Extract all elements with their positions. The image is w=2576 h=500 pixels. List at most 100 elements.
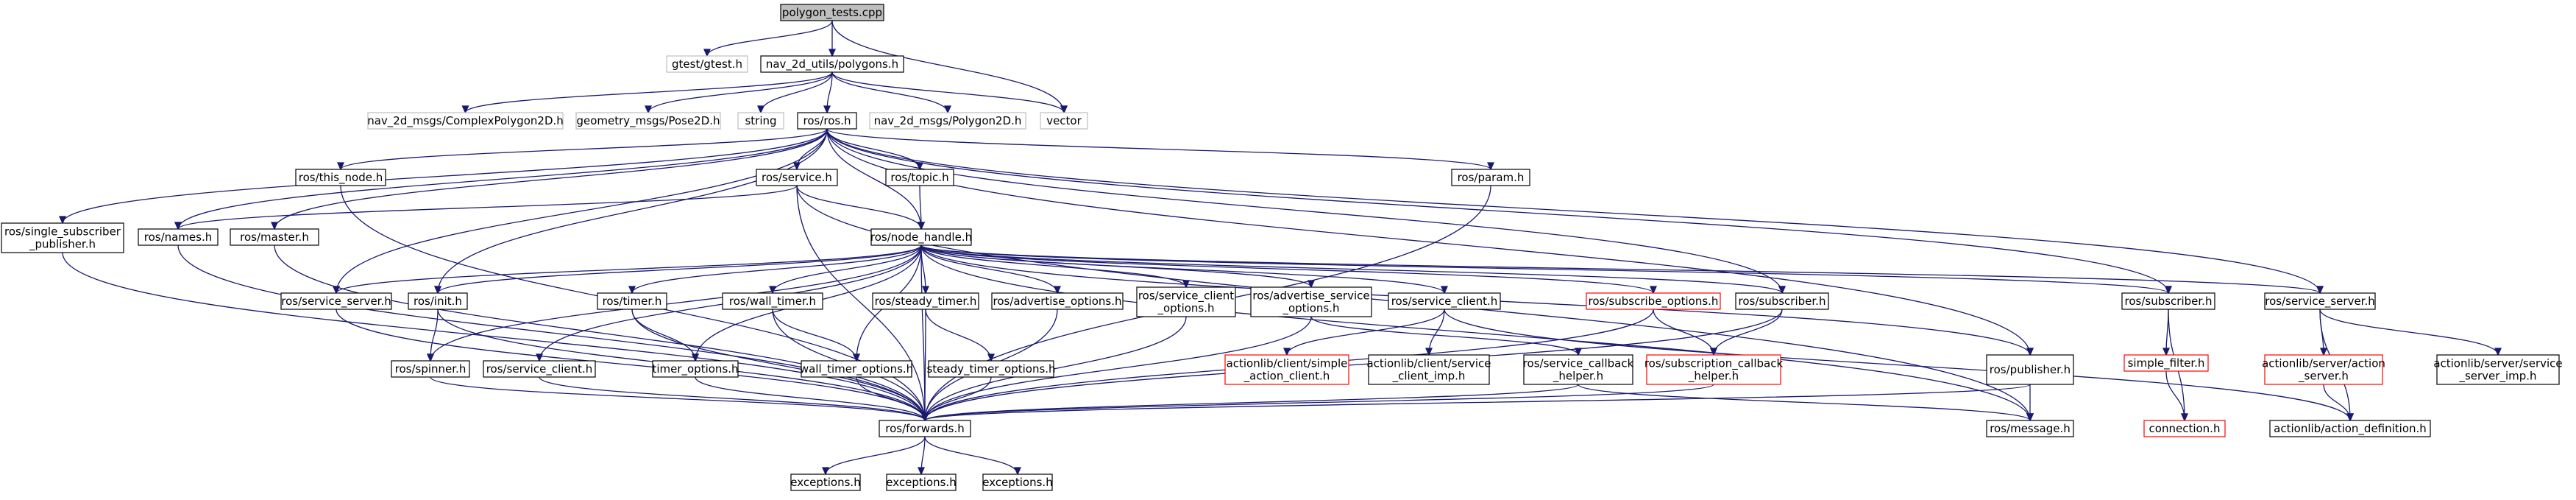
node-label-connection: connection.h	[2149, 422, 2221, 435]
node-alimp[interactable]: actionlib/client/service_client_imp.h	[1366, 354, 1491, 385]
edge-spinner-to-forwards	[430, 376, 929, 422]
node-label-polygons: nav_2d_utils/polygons.h	[766, 57, 898, 71]
node-polygon2d[interactable]: nav_2d_msgs/Polygon2D.h	[869, 112, 1026, 130]
edge-nodehandle-to-timer	[628, 244, 922, 295]
node-label-names: ros/names.h	[144, 230, 213, 244]
edge-root-to-polygons	[828, 21, 837, 57]
node-subcb[interactable]: ros/subscription_callback_helper.h	[1644, 354, 1784, 385]
node-label-singlesub1: ros/single_subscriber	[4, 225, 121, 239]
node-subopts[interactable]: ros/subscribe_options.h	[1586, 292, 1721, 310]
node-rosh[interactable]: ros/ros.h	[797, 112, 857, 130]
node-label-master: ros/master.h	[240, 230, 309, 244]
node-advsvc[interactable]: ros/advertise_service_options.h	[1250, 286, 1372, 317]
node-label-alimp2: _client_imp.h	[1392, 370, 1466, 384]
edge-svcclient2-to-alimp	[1424, 309, 1445, 356]
node-label-alsimple1: actionlib/client/simple	[1227, 357, 1348, 370]
edge-service-to-nodehandle	[796, 185, 926, 230]
node-label-advopts: ros/advertise_options.h	[993, 295, 1122, 309]
edge-publisher-to-forwards	[920, 384, 2031, 422]
node-init[interactable]: ros/init.h	[408, 292, 468, 310]
node-walltimer[interactable]: ros/wall_timer.h	[722, 292, 823, 310]
edge-rosh-to-master	[270, 128, 828, 230]
node-subscriber[interactable]: ros/subscriber.h	[1735, 292, 1829, 310]
edge-root-to-gtest	[703, 20, 833, 57]
node-polygons[interactable]: nav_2d_utils/polygons.h	[760, 55, 904, 73]
node-advopts[interactable]: ros/advertise_options.h	[991, 292, 1124, 310]
node-alsrvimp[interactable]: actionlib/server/service_server_imp.h	[2433, 354, 2563, 385]
node-scopts[interactable]: ros/service_client_options.h	[1136, 286, 1236, 317]
edge-init-to-spinner	[426, 309, 439, 362]
node-thisnode[interactable]: ros/this_node.h	[295, 169, 386, 186]
node-vector[interactable]: vector	[1040, 112, 1088, 130]
node-steadytimer[interactable]: ros/steady_timer.h	[872, 292, 979, 310]
node-svcclient[interactable]: ros/service_client.h	[483, 360, 596, 378]
node-topic[interactable]: ros/topic.h	[885, 169, 954, 186]
node-message[interactable]: ros/message.h	[1986, 420, 2074, 437]
node-label-alsimple2: _action_client.h	[1243, 370, 1330, 384]
edge-polygons-to-polygon2d	[831, 71, 952, 114]
node-walltimeropts[interactable]: wall_timer_options.h	[800, 360, 913, 378]
node-exc3[interactable]: exceptions.h	[982, 473, 1053, 491]
edge-alserver-to-actiondef	[2323, 384, 2355, 422]
edge-forwards-to-exc1	[821, 436, 926, 476]
node-service[interactable]: ros/service.h	[756, 169, 838, 186]
node-servserv2[interactable]: ros/service_server.h	[2264, 292, 2376, 310]
edge-forwards-to-exc2	[917, 436, 926, 476]
node-nodehandle[interactable]: ros/node_handle.h	[870, 228, 972, 246]
node-forwards[interactable]: ros/forwards.h	[879, 420, 971, 437]
node-label-advsvc1: ros/advertise_service	[1252, 289, 1369, 303]
node-gtest[interactable]: gtest/gtest.h	[666, 55, 748, 73]
node-string[interactable]: string	[737, 112, 784, 130]
node-master[interactable]: ros/master.h	[230, 228, 319, 246]
node-label-complexpoly: nav_2d_msgs/ComplexPolygon2D.h	[367, 114, 564, 128]
edge-polygons-to-vector	[831, 71, 1068, 114]
node-label-publisher: ros/publisher.h	[1990, 363, 2071, 376]
edge-rosh-to-singlesub	[58, 128, 828, 225]
node-label-servserv2: ros/service_server.h	[2265, 295, 2375, 309]
node-label-alimp1: actionlib/client/service	[1366, 357, 1491, 370]
node-param[interactable]: ros/param.h	[1451, 169, 1530, 186]
node-cbhelper[interactable]: ros/service_callback_helper.h	[1523, 354, 1634, 385]
node-singlesub[interactable]: ros/single_subscriber_publisher.h	[1, 222, 124, 253]
node-complexpoly[interactable]: nav_2d_msgs/ComplexPolygon2D.h	[367, 112, 564, 130]
node-label-cbhelper1: ros/service_callback	[1523, 357, 1634, 371]
node-exc1[interactable]: exceptions.h	[790, 473, 861, 491]
node-timeropts[interactable]: timer_options.h	[652, 360, 739, 378]
node-label-root: polygon_tests.cpp	[782, 6, 882, 20]
node-servserv1[interactable]: ros/service_server.h	[280, 292, 392, 310]
node-label-service: ros/service.h	[762, 171, 832, 184]
edge-nodehandle-to-servserv1	[332, 244, 922, 295]
node-root[interactable]: polygon_tests.cpp	[780, 4, 884, 21]
node-connection[interactable]: connection.h	[2143, 420, 2226, 437]
node-subscriber2[interactable]: ros/subscriber.h	[2121, 292, 2215, 310]
node-publisher[interactable]: ros/publisher.h	[1986, 354, 2074, 385]
node-exc2[interactable]: exceptions.h	[886, 473, 957, 491]
edge-walltimer-to-walltimeropts	[772, 309, 861, 362]
node-timer[interactable]: ros/timer.h	[597, 292, 667, 310]
node-names[interactable]: ros/names.h	[138, 228, 219, 246]
node-label-walltimer: ros/wall_timer.h	[729, 295, 816, 309]
edge-rosh-to-thisnode	[336, 128, 828, 171]
edge-service-to-names	[174, 185, 798, 230]
node-alserver[interactable]: actionlib/server/action_server.h	[2262, 354, 2385, 385]
node-label-thisnode: ros/this_node.h	[299, 171, 383, 185]
node-label-simplefilter: simple_filter.h	[2128, 356, 2205, 370]
edge-simplefilter-to-connection	[2165, 370, 2189, 422]
node-simplefilter[interactable]: simple_filter.h	[2123, 354, 2209, 372]
node-label-cbhelper2: _helper.h	[1553, 370, 1603, 384]
node-steadytimeropts[interactable]: steady_timer_options.h	[926, 360, 1056, 378]
edge-polygons-to-string	[756, 71, 833, 114]
edge-polygons-to-complexpoly	[461, 71, 833, 114]
node-label-subopts: ros/subscribe_options.h	[1589, 295, 1719, 309]
edge-nodehandle-to-subopts	[920, 244, 1658, 295]
node-alsimple[interactable]: actionlib/client/simple_action_client.h	[1224, 354, 1349, 385]
node-spinner[interactable]: ros/spinner.h	[391, 360, 470, 378]
node-actiondef[interactable]: actionlib/action_definition.h	[2269, 420, 2431, 437]
node-label-timer: ros/timer.h	[603, 295, 662, 308]
node-pose2d[interactable]: geometry_msgs/Pose2D.h	[575, 112, 721, 130]
node-label-exc1: exceptions.h	[790, 476, 860, 489]
node-svcclient2[interactable]: ros/service_client.h	[1388, 292, 1501, 310]
edge-rosh-to-servserv1	[332, 128, 828, 295]
node-label-timeropts: timer_options.h	[652, 362, 738, 376]
